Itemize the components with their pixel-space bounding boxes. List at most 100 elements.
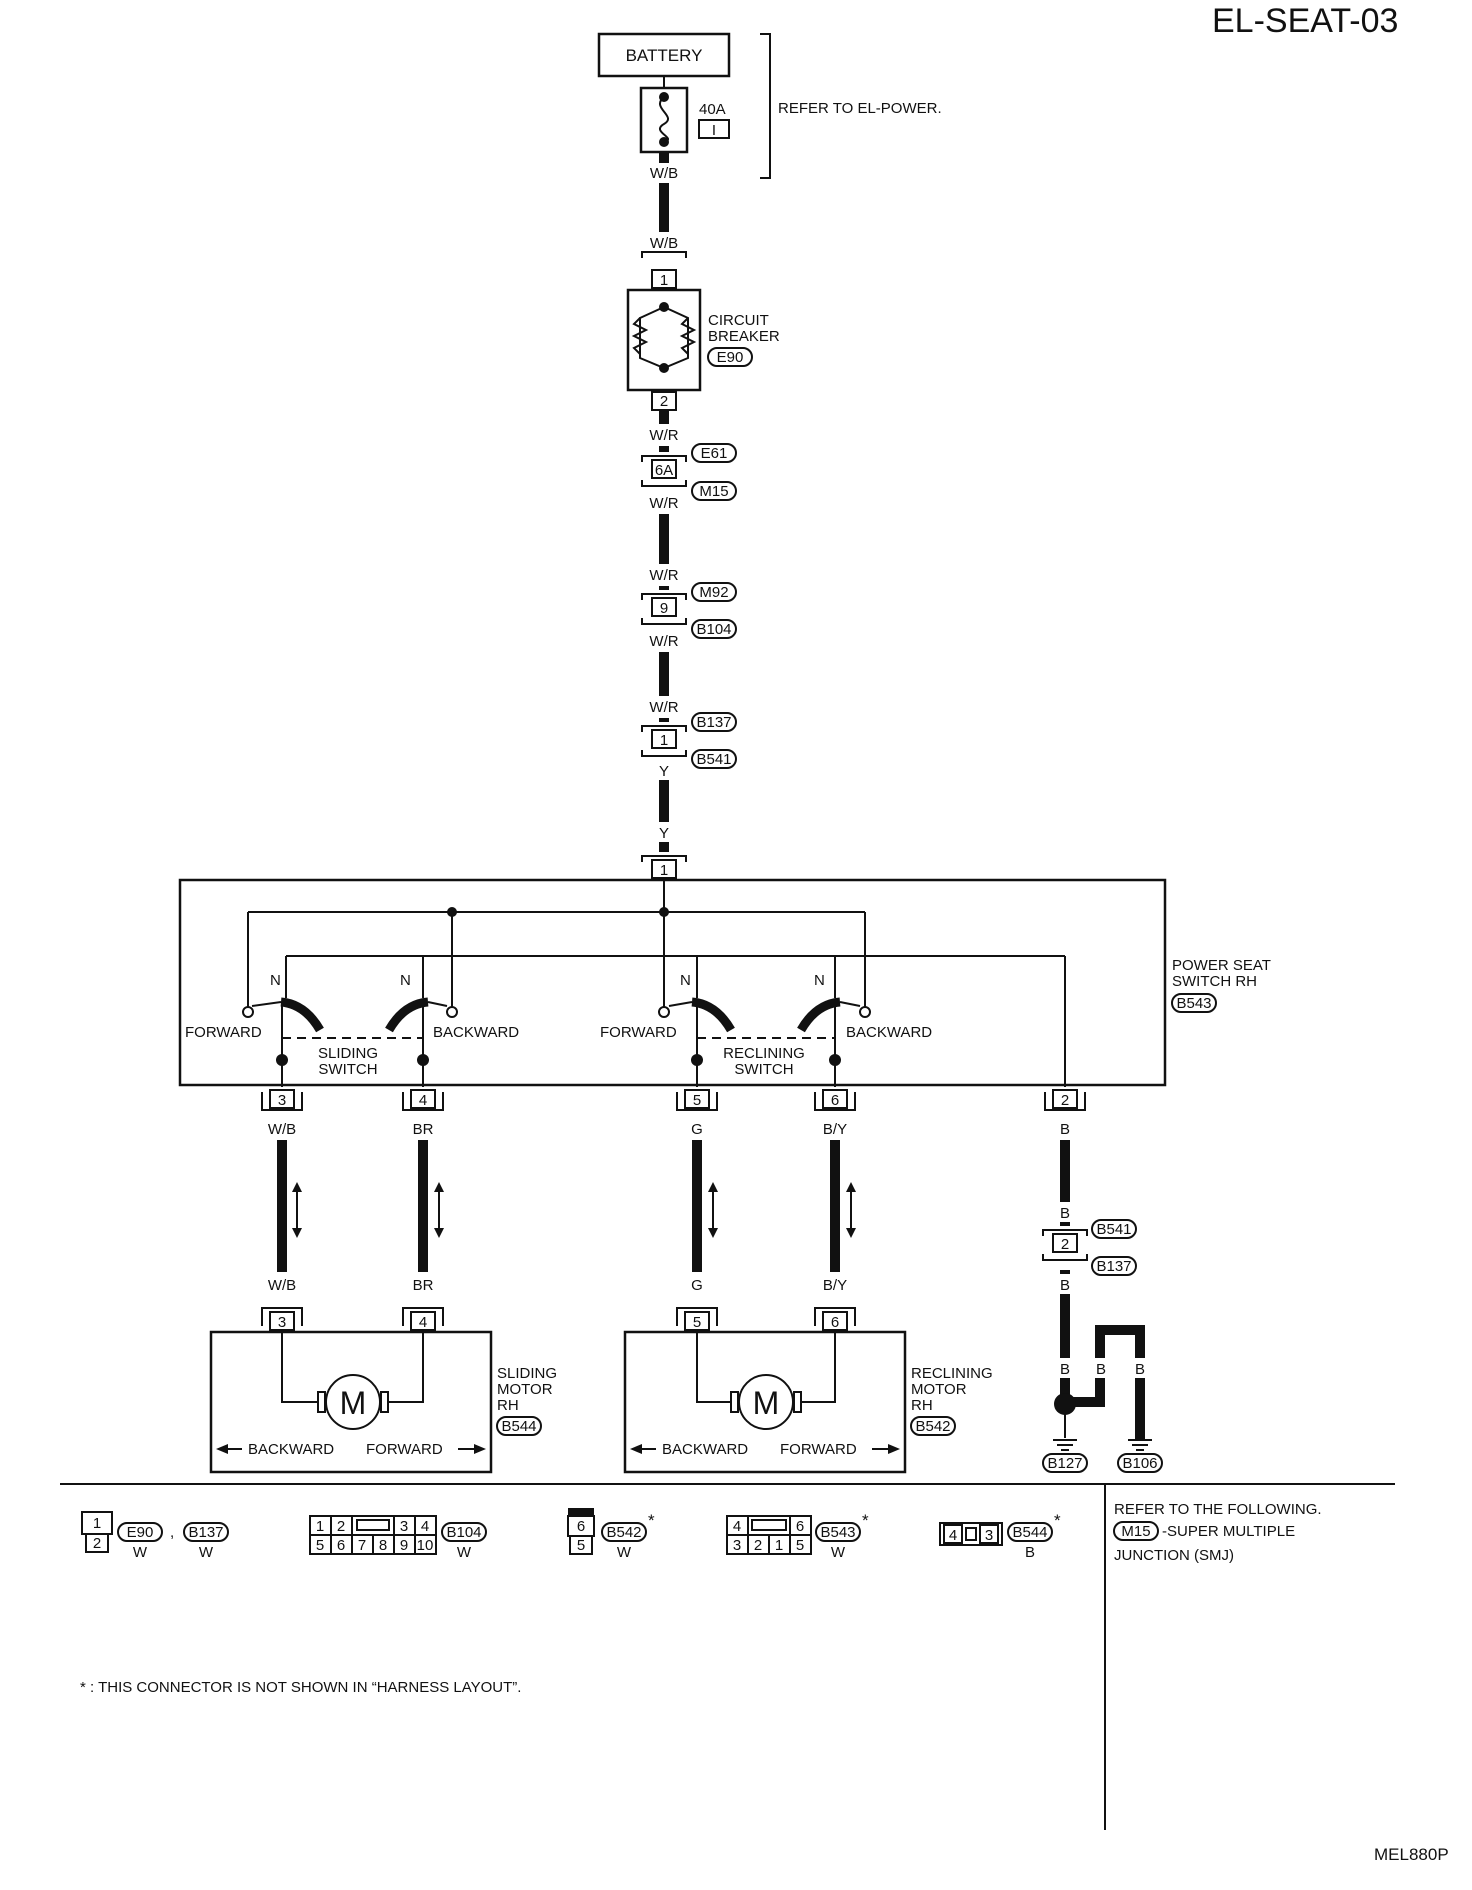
- legend-color: W: [199, 1544, 214, 1561]
- reclining-motor: M BACKWARD FORWARD RECLINING MOTOR RH B5…: [623, 1330, 993, 1474]
- legend-pin: 5: [577, 1537, 585, 1554]
- legend-pin: 3: [733, 1537, 741, 1554]
- reclining-motor-3: RH: [911, 1397, 933, 1414]
- backward-label: BACKWARD: [846, 1024, 932, 1041]
- motor-pin: 6: [831, 1314, 839, 1331]
- sliding-motor: M BACKWARD FORWARD SLIDING MOTOR RH B544: [209, 1330, 557, 1474]
- conn-1-bottom: B541: [696, 751, 731, 768]
- sliding-switch-2: SWITCH: [318, 1061, 377, 1078]
- switch-n-label: N: [270, 972, 281, 989]
- legend-id: B137: [188, 1524, 223, 1541]
- legend-id: B542: [606, 1524, 641, 1541]
- wire-label: B: [1060, 1205, 1070, 1222]
- wire-label: W/B: [268, 1121, 296, 1138]
- wire-label: G: [691, 1121, 703, 1138]
- legend-star: *: [1054, 1511, 1061, 1530]
- refer-box: REFER TO THE FOLLOWING. M15 -SUPER MULTI…: [1113, 1501, 1322, 1564]
- wire-label: B: [1060, 1361, 1070, 1378]
- switch-pin: 6: [831, 1092, 839, 1109]
- motor-pin: 4: [419, 1314, 427, 1331]
- page-code: EL-SEAT-03: [1212, 2, 1398, 40]
- legend-pin: 6: [337, 1537, 345, 1554]
- sliding-motor-3: RH: [497, 1397, 519, 1414]
- legend-connector-b543: 4 6 3 2 1 5 B543 * W: [726, 1511, 869, 1561]
- legend-pin: 3: [400, 1518, 408, 1535]
- conn-6a-bottom: M15: [699, 483, 728, 500]
- fuse-40a: 40A I: [639, 86, 730, 154]
- forward-label: FORWARD: [185, 1024, 262, 1041]
- wire-label: W/B: [650, 235, 678, 252]
- wire-label: G: [691, 1277, 703, 1294]
- wire-label: Y: [659, 825, 669, 842]
- refer-line-1: REFER TO THE FOLLOWING.: [1114, 1501, 1322, 1518]
- legend-id: B104: [446, 1524, 481, 1541]
- wire-label: W/R: [649, 427, 678, 444]
- conn-9-pin: 9: [660, 600, 668, 617]
- legend-pin: 8: [379, 1537, 387, 1554]
- motor-pin: 5: [693, 1314, 701, 1331]
- conn-2-top: B541: [1096, 1221, 1131, 1238]
- legend-connector-e90-b137: 1 2 E90 , B137 W W: [81, 1511, 229, 1561]
- sliding-motor-1: SLIDING: [497, 1365, 557, 1382]
- legend-pin: 4: [949, 1527, 957, 1544]
- wire-label: W/R: [649, 633, 678, 650]
- legend-star: *: [648, 1511, 655, 1530]
- double-arrow-icon: [708, 1182, 718, 1238]
- wire-label: B: [1060, 1277, 1070, 1294]
- double-arrow-icon: [292, 1182, 302, 1238]
- pss-label-1: POWER SEAT: [1172, 957, 1271, 974]
- conn-6a-pin: 6A: [655, 462, 673, 479]
- sliding-forward: FORWARD: [366, 1441, 443, 1458]
- wire-label: Y: [659, 763, 669, 780]
- reclining-forward: FORWARD: [780, 1441, 857, 1458]
- connector-6a: 6A E61 M15: [640, 443, 737, 501]
- legend-id: B543: [820, 1524, 855, 1541]
- sliding-motor-2: MOTOR: [497, 1381, 553, 1398]
- legend-pin: 2: [337, 1518, 345, 1535]
- battery: BATTERY: [597, 32, 731, 78]
- ground-icon: [1053, 1439, 1077, 1451]
- legend-pin: 2: [93, 1535, 101, 1552]
- battery-label: BATTERY: [626, 46, 703, 65]
- breaker-label-1: CIRCUIT: [708, 312, 769, 329]
- wire-label: W/B: [268, 1277, 296, 1294]
- reclining-motor-connector: B542: [915, 1418, 950, 1435]
- connector-note: * : THIS CONNECTOR IS NOT SHOWN IN “HARN…: [80, 1679, 521, 1696]
- legend-pin: 5: [316, 1537, 324, 1554]
- fuse-rating: 40A: [699, 101, 726, 118]
- forward-label: FORWARD: [600, 1024, 677, 1041]
- switch-n-label: N: [680, 972, 691, 989]
- conn-1-top: B137: [696, 714, 731, 731]
- power-seat-switch: POWER SEAT SWITCH RH B543 N N: [178, 878, 1271, 1087]
- pss-connector: B543: [1176, 995, 1211, 1012]
- figure-code: MEL880P: [1374, 1845, 1449, 1864]
- wire-label: BR: [413, 1277, 434, 1294]
- switch-pin: 2: [1061, 1092, 1069, 1109]
- legend-id: B544: [1012, 1524, 1047, 1541]
- wire-label: B: [1096, 1361, 1106, 1378]
- connector-1: 1 B137 B541: [640, 712, 737, 769]
- wire-label: W/R: [649, 699, 678, 716]
- switch-pin: 5: [693, 1092, 701, 1109]
- pss-label-2: SWITCH RH: [1172, 973, 1257, 990]
- reclining-switch-2: SWITCH: [734, 1061, 793, 1078]
- legend-pin: 1: [93, 1515, 101, 1532]
- breaker-connector: E90: [717, 349, 744, 366]
- refer-power-text: REFER TO EL-POWER.: [778, 100, 942, 117]
- legend-pin: 7: [358, 1537, 366, 1554]
- legend-pin: 1: [316, 1518, 324, 1535]
- power-bracket: [760, 33, 771, 179]
- wire-label: W/R: [649, 495, 678, 512]
- reclining-motor-1: RECLINING: [911, 1365, 993, 1382]
- wire-label: W/R: [649, 567, 678, 584]
- switch-n-label: N: [814, 972, 825, 989]
- wire-label: B: [1060, 1121, 1070, 1138]
- backward-label: BACKWARD: [433, 1024, 519, 1041]
- double-arrow-icon: [846, 1182, 856, 1238]
- connector-2: 2 B541 B137: [1040, 1219, 1137, 1276]
- wire-label: BR: [413, 1121, 434, 1138]
- legend-pin: 3: [985, 1527, 993, 1544]
- legend-sep: ,: [170, 1524, 174, 1541]
- switch-pin: 3: [278, 1092, 286, 1109]
